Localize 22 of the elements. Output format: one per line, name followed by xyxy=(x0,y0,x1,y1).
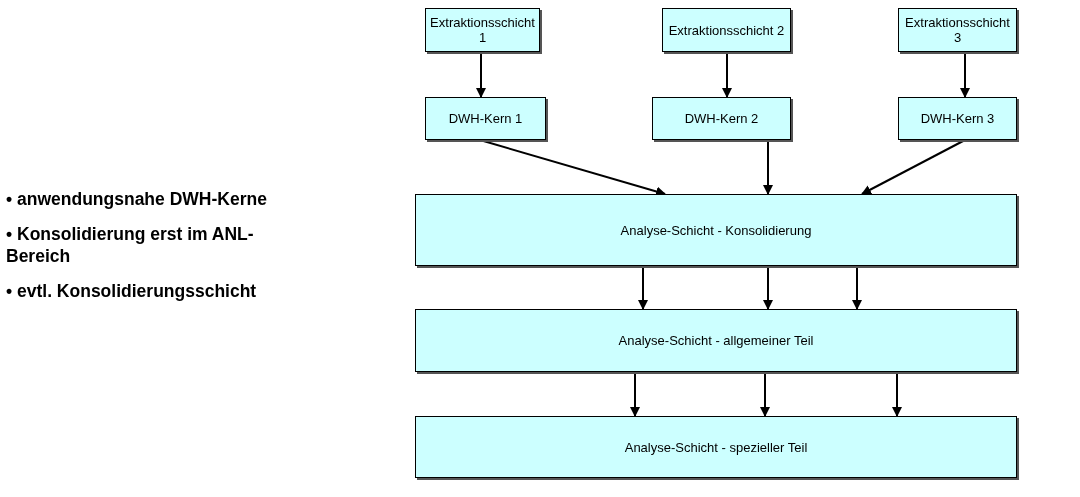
arrow xyxy=(630,371,640,417)
layer-box: Extraktionsschicht 1 xyxy=(425,8,540,52)
arrow xyxy=(722,51,732,98)
layer-box: Analyse-Schicht - allgemeiner Teil xyxy=(415,309,1017,372)
bullet-point: • evtl. Konsolidierungsschicht xyxy=(6,280,258,302)
bullet-point: • Konsolidierung erst im ANL-Bereich xyxy=(6,223,255,267)
layer-box: DWH-Kern 1 xyxy=(425,97,546,140)
arrow xyxy=(638,265,648,310)
layer-box: Extraktionsschicht 2 xyxy=(662,8,791,52)
arrow xyxy=(892,371,902,417)
layer-box: DWH-Kern 3 xyxy=(898,97,1017,140)
bullet-point: • anwendungsnahe DWH-Kerne xyxy=(6,188,268,210)
arrow xyxy=(763,265,773,310)
layer-box: Analyse-Schicht - spezieller Teil xyxy=(415,416,1017,478)
layer-box: DWH-Kern 2 xyxy=(652,97,791,140)
arrow xyxy=(960,51,970,98)
arrow xyxy=(763,139,773,195)
arrow xyxy=(476,51,486,98)
arrow xyxy=(760,371,770,417)
arrow xyxy=(852,265,862,310)
layer-box: Analyse-Schicht - Konsolidierung xyxy=(415,194,1017,266)
layer-box: Extraktionsschicht 3 xyxy=(898,8,1017,52)
